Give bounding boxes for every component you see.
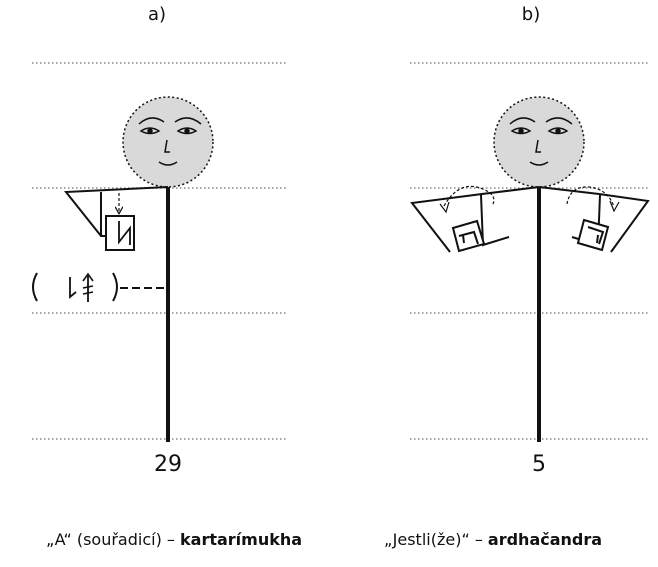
panel-b: b)	[410, 4, 650, 477]
motion-symbol-icon	[32, 272, 167, 302]
panel-letter-b: b)	[522, 4, 540, 25]
caption-b-prefix: „Jestli(že)“ –	[384, 530, 488, 549]
panel-a: a)	[32, 4, 288, 477]
gesture-number-a: 29	[154, 452, 182, 477]
caption-b-term: ardhačandra	[487, 530, 603, 549]
face-icon	[493, 96, 585, 188]
hand-shape-icon	[64, 186, 169, 251]
panel-letter-a: a)	[148, 4, 166, 25]
face-icon	[122, 96, 214, 188]
caption-b: „Jestli(že)“ – ardhačandra	[384, 530, 602, 549]
gesture-number-b: 5	[532, 452, 546, 477]
caption-a: „A“ (souřadicí) – kartarímukha	[46, 530, 302, 549]
caption-a-term: kartarímukha	[180, 530, 303, 549]
left-hand-shape-icon	[410, 185, 540, 253]
right-hand-shape-icon	[538, 186, 650, 253]
caption-a-prefix: „A“ (souřadicí) –	[46, 530, 180, 549]
